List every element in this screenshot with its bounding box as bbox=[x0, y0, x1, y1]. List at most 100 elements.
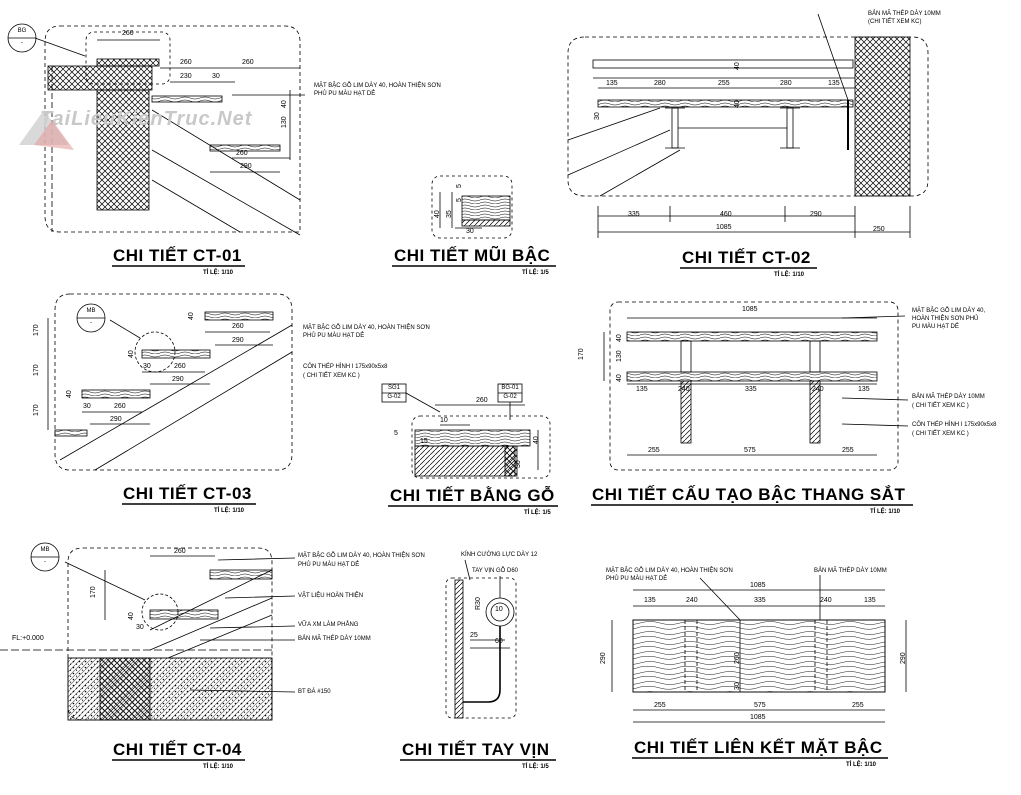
note-ct01-tread-2: PHỦ PU MÀU HẠT DẺ bbox=[314, 91, 376, 97]
dim-ct03-g: 260 bbox=[174, 363, 186, 370]
dim-lienket-left: 290 bbox=[600, 652, 607, 664]
note-cautao-plate: BẢN MÃ THÉP DÀY 10MM bbox=[912, 394, 985, 400]
dim-ct01-g: 260 bbox=[236, 150, 248, 157]
dim-ct01-top: 260 bbox=[122, 30, 134, 37]
tag-mb-1: MB bbox=[86, 308, 96, 314]
dim-cautao-f: 255 bbox=[648, 447, 660, 454]
dim-cautao-b: 240 bbox=[678, 386, 690, 393]
dim-cautao-l: 170 bbox=[578, 348, 585, 360]
dim-ct03-l: 260 bbox=[114, 403, 126, 410]
dim-tayvin-d: 60 bbox=[495, 638, 503, 645]
detail-bang-go-drawing bbox=[381, 383, 551, 479]
dim-ct02-a: 135 bbox=[606, 80, 618, 87]
dim-ct02-k: 290 bbox=[810, 211, 822, 218]
note-lienket-plate: BẢN MÃ THÉP DÀY 10MM bbox=[814, 568, 887, 574]
dim-ct02-f: 40 bbox=[734, 62, 741, 70]
tag-mb-2-sub: - bbox=[44, 559, 46, 565]
dim-bang-d: 30 bbox=[515, 460, 522, 468]
watermark: TaiLieuKienTruc.Net bbox=[40, 108, 253, 130]
detail-title-2: CHI TIẾT MŨI BẬC bbox=[394, 246, 551, 265]
dim-lienket-f: 255 bbox=[654, 702, 666, 709]
dim-ct03-d: 170 bbox=[33, 324, 40, 336]
note-cautao-plate-ref: ( CHI TIẾT XEM KC ) bbox=[912, 403, 969, 409]
detail-ct02-drawing bbox=[567, 13, 929, 238]
note-floor-level: FL:+0.000 bbox=[12, 635, 44, 642]
dim-mui-d: 40 bbox=[434, 210, 441, 218]
dim-ct01-e: 40 bbox=[281, 100, 288, 108]
note-ct04-mortar: VỮA XM LÀM PHẲNG bbox=[298, 622, 359, 628]
dim-ct03-m: 290 bbox=[110, 416, 122, 423]
dim-cautao-c: 335 bbox=[745, 386, 757, 393]
detail-title-4: CHI TIẾT CT-03 bbox=[123, 484, 252, 503]
note-ct03-tread-1: MẶT BẬC GỖ LIM DÀY 40, HOÀN THIỆN SƠN bbox=[303, 325, 430, 331]
detail-ct04-drawing bbox=[0, 547, 296, 721]
tag-bg: BG bbox=[17, 28, 27, 34]
detail-title-8: CHI TIẾT TAY VỊN bbox=[402, 740, 550, 759]
dim-cautao-top: 1085 bbox=[742, 306, 758, 313]
tag-mb-2: MB bbox=[40, 547, 50, 553]
dim-cautao-i: 40 bbox=[616, 334, 623, 342]
detail-scale-4: TỈ LỆ: 1/10 bbox=[214, 508, 245, 514]
note-ct04-tread-2: PHỦ PU MÀU HẠT DẺ bbox=[298, 562, 360, 568]
dim-ct02-l: 1085 bbox=[716, 224, 732, 231]
dim-ct04-c: 40 bbox=[128, 612, 135, 620]
detail-scale-6: TỈ LỆ: 1/10 bbox=[870, 509, 901, 515]
detail-scale-1: TỈ LỆ: 1/10 bbox=[203, 270, 234, 276]
tag-bg01-sub: G-02 bbox=[503, 394, 517, 400]
tag-bg01: BG-01 bbox=[501, 385, 519, 391]
dim-ct02-i: 335 bbox=[628, 211, 640, 218]
dim-lienket-a: 135 bbox=[644, 597, 656, 604]
note-lienket-tread-2: PHỦ PU MÀU HẠT DẺ bbox=[606, 576, 668, 582]
dim-ct01-a: 260 bbox=[180, 59, 192, 66]
note-cautao-tread-2: HOÀN THIỆN SƠN PHỦ bbox=[912, 316, 979, 322]
dim-bang-f: 15 bbox=[420, 438, 428, 445]
note-ct04-finish: VẬT LIỆU HOÀN THIỆN bbox=[298, 593, 364, 599]
detail-title-3: CHI TIẾT CT-02 bbox=[682, 248, 811, 267]
detail-cau-tao-drawing bbox=[603, 301, 909, 471]
note-lienket-tread-1: MẶT BẬC GỖ LIM DÀY 40, HOÀN THIỆN SƠN bbox=[606, 568, 733, 574]
dim-ct03-k: 30 bbox=[83, 403, 91, 410]
dim-lienket-e: 135 bbox=[864, 597, 876, 604]
dim-cautao-e: 135 bbox=[858, 386, 870, 393]
detail-scale-7: TỈ LỆ: 1/10 bbox=[203, 764, 234, 770]
dim-cautao-d: 240 bbox=[812, 386, 824, 393]
note-glass: KÍNH CƯỜNG LỰC DÀY 12 bbox=[461, 552, 538, 558]
dim-lienket-top: 1085 bbox=[750, 582, 766, 589]
note-cautao-tread-1: MẶT BẬC GỖ LIM DÀY 40, bbox=[912, 308, 986, 314]
dim-lienket-b: 240 bbox=[686, 597, 698, 604]
dim-cautao-g: 575 bbox=[744, 447, 756, 454]
dim-bang-b: 260 bbox=[476, 397, 488, 404]
dim-lienket-c: 335 bbox=[754, 597, 766, 604]
detail-scale-8: TỈ LỆ: 1/5 bbox=[522, 764, 549, 770]
dim-ct03-n: 170 bbox=[33, 404, 40, 416]
dim-lienket-right: 290 bbox=[900, 652, 907, 664]
dim-ct03-e: 40 bbox=[128, 350, 135, 358]
note-cautao-ibeam: CÔN THÉP HÌNH I 175x90x5x8 bbox=[912, 422, 997, 428]
dim-cautao-a: 135 bbox=[636, 386, 648, 393]
dim-mui-a: 5 bbox=[456, 184, 463, 188]
dim-ct02-c: 255 bbox=[718, 80, 730, 87]
detail-scale-2: TỈ LỆ: 1/5 bbox=[522, 270, 549, 276]
tag-bg-sub: - bbox=[21, 40, 23, 46]
dim-ct03-i: 170 bbox=[33, 364, 40, 376]
note-ct02-plate-ref: (CHI TIẾT XEM KC) bbox=[868, 19, 922, 25]
detail-title-7: CHI TIẾT CT-04 bbox=[113, 740, 242, 759]
note-handrail: TAY VỊN GỖ D60 bbox=[472, 568, 519, 574]
dim-ct03-a: 40 bbox=[188, 312, 195, 320]
dim-lienket-small: 30 bbox=[734, 682, 741, 690]
dim-lienket-bottom: 1085 bbox=[750, 714, 766, 721]
dim-ct02-g: 40 bbox=[734, 100, 741, 108]
dim-ct02-e: 135 bbox=[828, 80, 840, 87]
dim-ct03-c: 290 bbox=[232, 337, 244, 344]
dim-lienket-mid: 260 bbox=[734, 652, 741, 664]
detail-mui-bac-drawing bbox=[431, 175, 513, 239]
detail-title-5: CHI TIẾT BẰNG GỖ bbox=[390, 486, 555, 505]
detail-title-6: CHI TIẾT CẤU TẠO BẬC THANG SẮT bbox=[592, 485, 906, 504]
dim-ct01-d: 30 bbox=[212, 73, 220, 80]
dim-mui-b: 5 bbox=[456, 198, 463, 202]
tag-mb-1-sub: - bbox=[90, 320, 92, 326]
dim-lienket-h: 255 bbox=[852, 702, 864, 709]
dim-cautao-k: 40 bbox=[616, 374, 623, 382]
dim-lienket-g: 575 bbox=[754, 702, 766, 709]
detail-tay-vin-drawing bbox=[445, 559, 517, 719]
